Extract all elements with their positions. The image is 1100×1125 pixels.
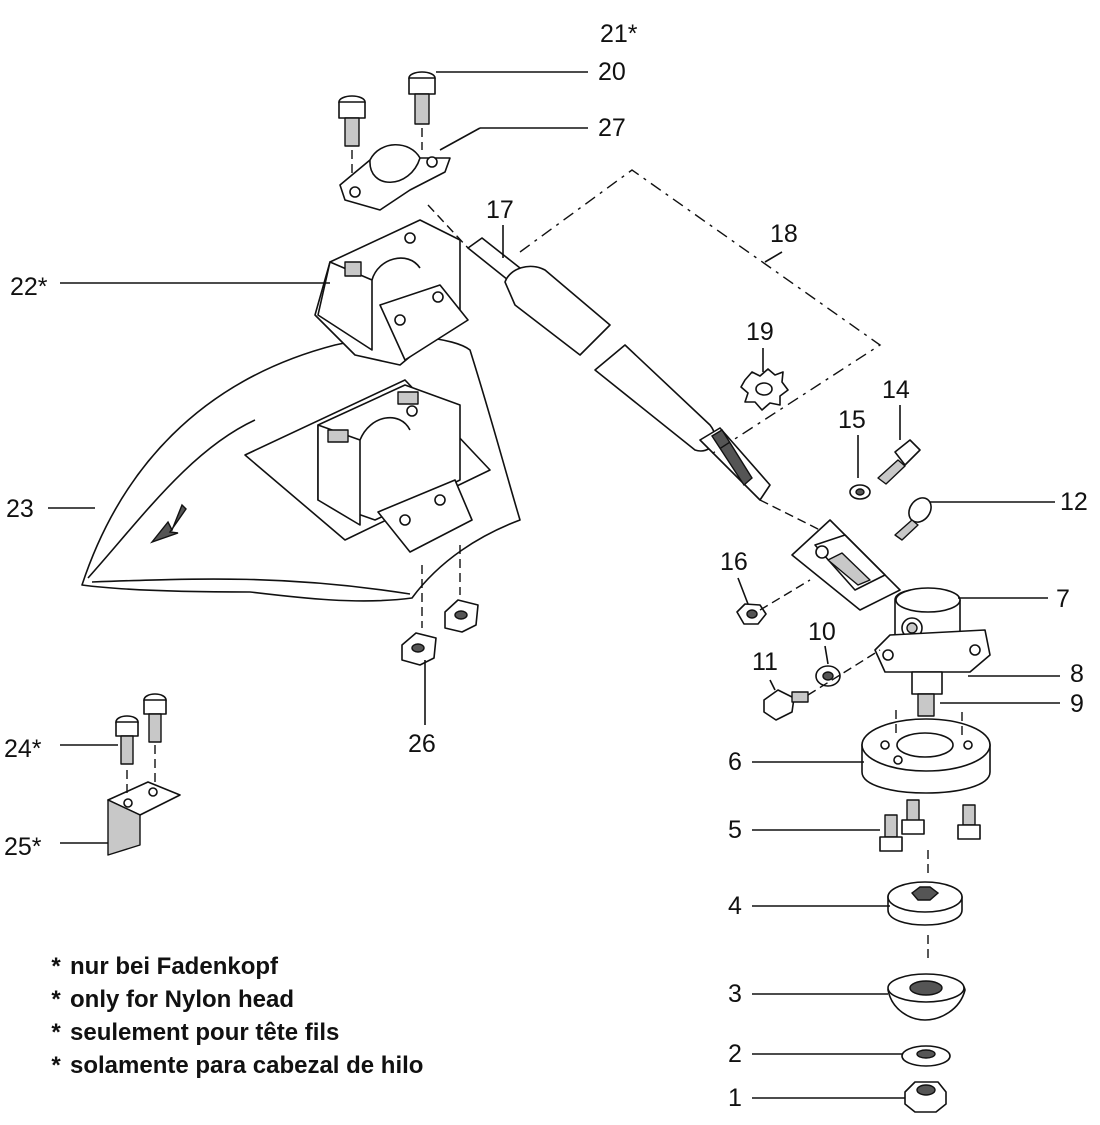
label-23: 23 <box>6 495 34 523</box>
ring-part-4 <box>887 881 963 926</box>
square-nuts-part-26 <box>401 599 479 666</box>
note-spanish: * solamente para cabezal de hilo <box>42 1049 562 1082</box>
nut-part-16 <box>736 603 767 625</box>
label-18: 18 <box>770 220 798 248</box>
asterisk-icon: * <box>51 953 61 980</box>
washer-part-2 <box>901 1045 951 1067</box>
gear-housing-part-7 <box>791 519 961 653</box>
asterisk-icon: * <box>51 1019 61 1046</box>
label-5: 5 <box>728 816 742 844</box>
label-6: 6 <box>728 748 742 776</box>
drive-shaft-part-17 <box>467 237 771 501</box>
label-10: 10 <box>808 618 836 646</box>
label-3: 3 <box>728 980 742 1008</box>
note-text-spanish: solamente para cabezal de hilo <box>70 1052 424 1079</box>
label-4: 4 <box>728 892 742 920</box>
label-15: 15 <box>838 406 866 434</box>
shaft-part-9 <box>911 671 943 717</box>
label-19: 19 <box>746 318 774 346</box>
bracket-part-25 <box>107 781 181 856</box>
asterisk-icon: * <box>51 986 61 1013</box>
flange-part-8 <box>874 629 991 673</box>
label-17: 17 <box>486 196 514 224</box>
note-german: * nur bei Fadenkopf <box>42 950 562 983</box>
screw-part-20 <box>408 71 436 125</box>
label-16: 16 <box>720 548 748 576</box>
label-11: 11 <box>752 648 778 676</box>
asterisk-icon: * <box>51 1052 61 1079</box>
label-21: 21* <box>600 20 638 48</box>
nut-part-1 <box>904 1081 947 1113</box>
label-7: 7 <box>1056 585 1070 613</box>
screws-part-24 <box>115 693 167 765</box>
rotation-arrow-icon <box>149 503 187 544</box>
bracket-part-27 <box>339 127 481 211</box>
label-25: 25* <box>4 833 42 861</box>
footnotes: *nur bei Fadenkopf *only for Nylon head … <box>42 950 562 1082</box>
cup-part-3 <box>887 973 966 1021</box>
label-1: 1 <box>728 1084 742 1112</box>
label-26: 26 <box>408 730 436 758</box>
star-washer-part-19 <box>740 368 789 411</box>
label-20: 20 <box>598 58 626 86</box>
label-24: 24* <box>4 735 42 763</box>
note-text-german: nur bei Fadenkopf <box>70 953 279 980</box>
label-14: 14 <box>882 376 910 404</box>
label-22: 22* <box>10 273 48 301</box>
screw-part-20b <box>338 95 366 147</box>
screws-part-5 <box>879 799 981 852</box>
clamp-part-22 <box>314 219 469 366</box>
label-2: 2 <box>728 1040 742 1068</box>
label-8: 8 <box>1070 660 1084 688</box>
plate-part-6 <box>861 718 991 794</box>
guard-clamp-lower <box>317 384 473 553</box>
note-text-english: only for Nylon head <box>70 986 295 1013</box>
label-12: 12 <box>1060 488 1088 516</box>
note-french: * seulement pour tête fils <box>42 1016 562 1049</box>
note-text-french: seulement pour tête fils <box>70 1019 340 1046</box>
note-english: * only for Nylon head <box>42 983 562 1016</box>
screw-part-11 <box>763 689 809 721</box>
screw-part-14 <box>877 439 921 485</box>
label-9: 9 <box>1070 690 1084 718</box>
screw-part-12 <box>894 497 932 541</box>
label-27: 27 <box>598 114 626 142</box>
